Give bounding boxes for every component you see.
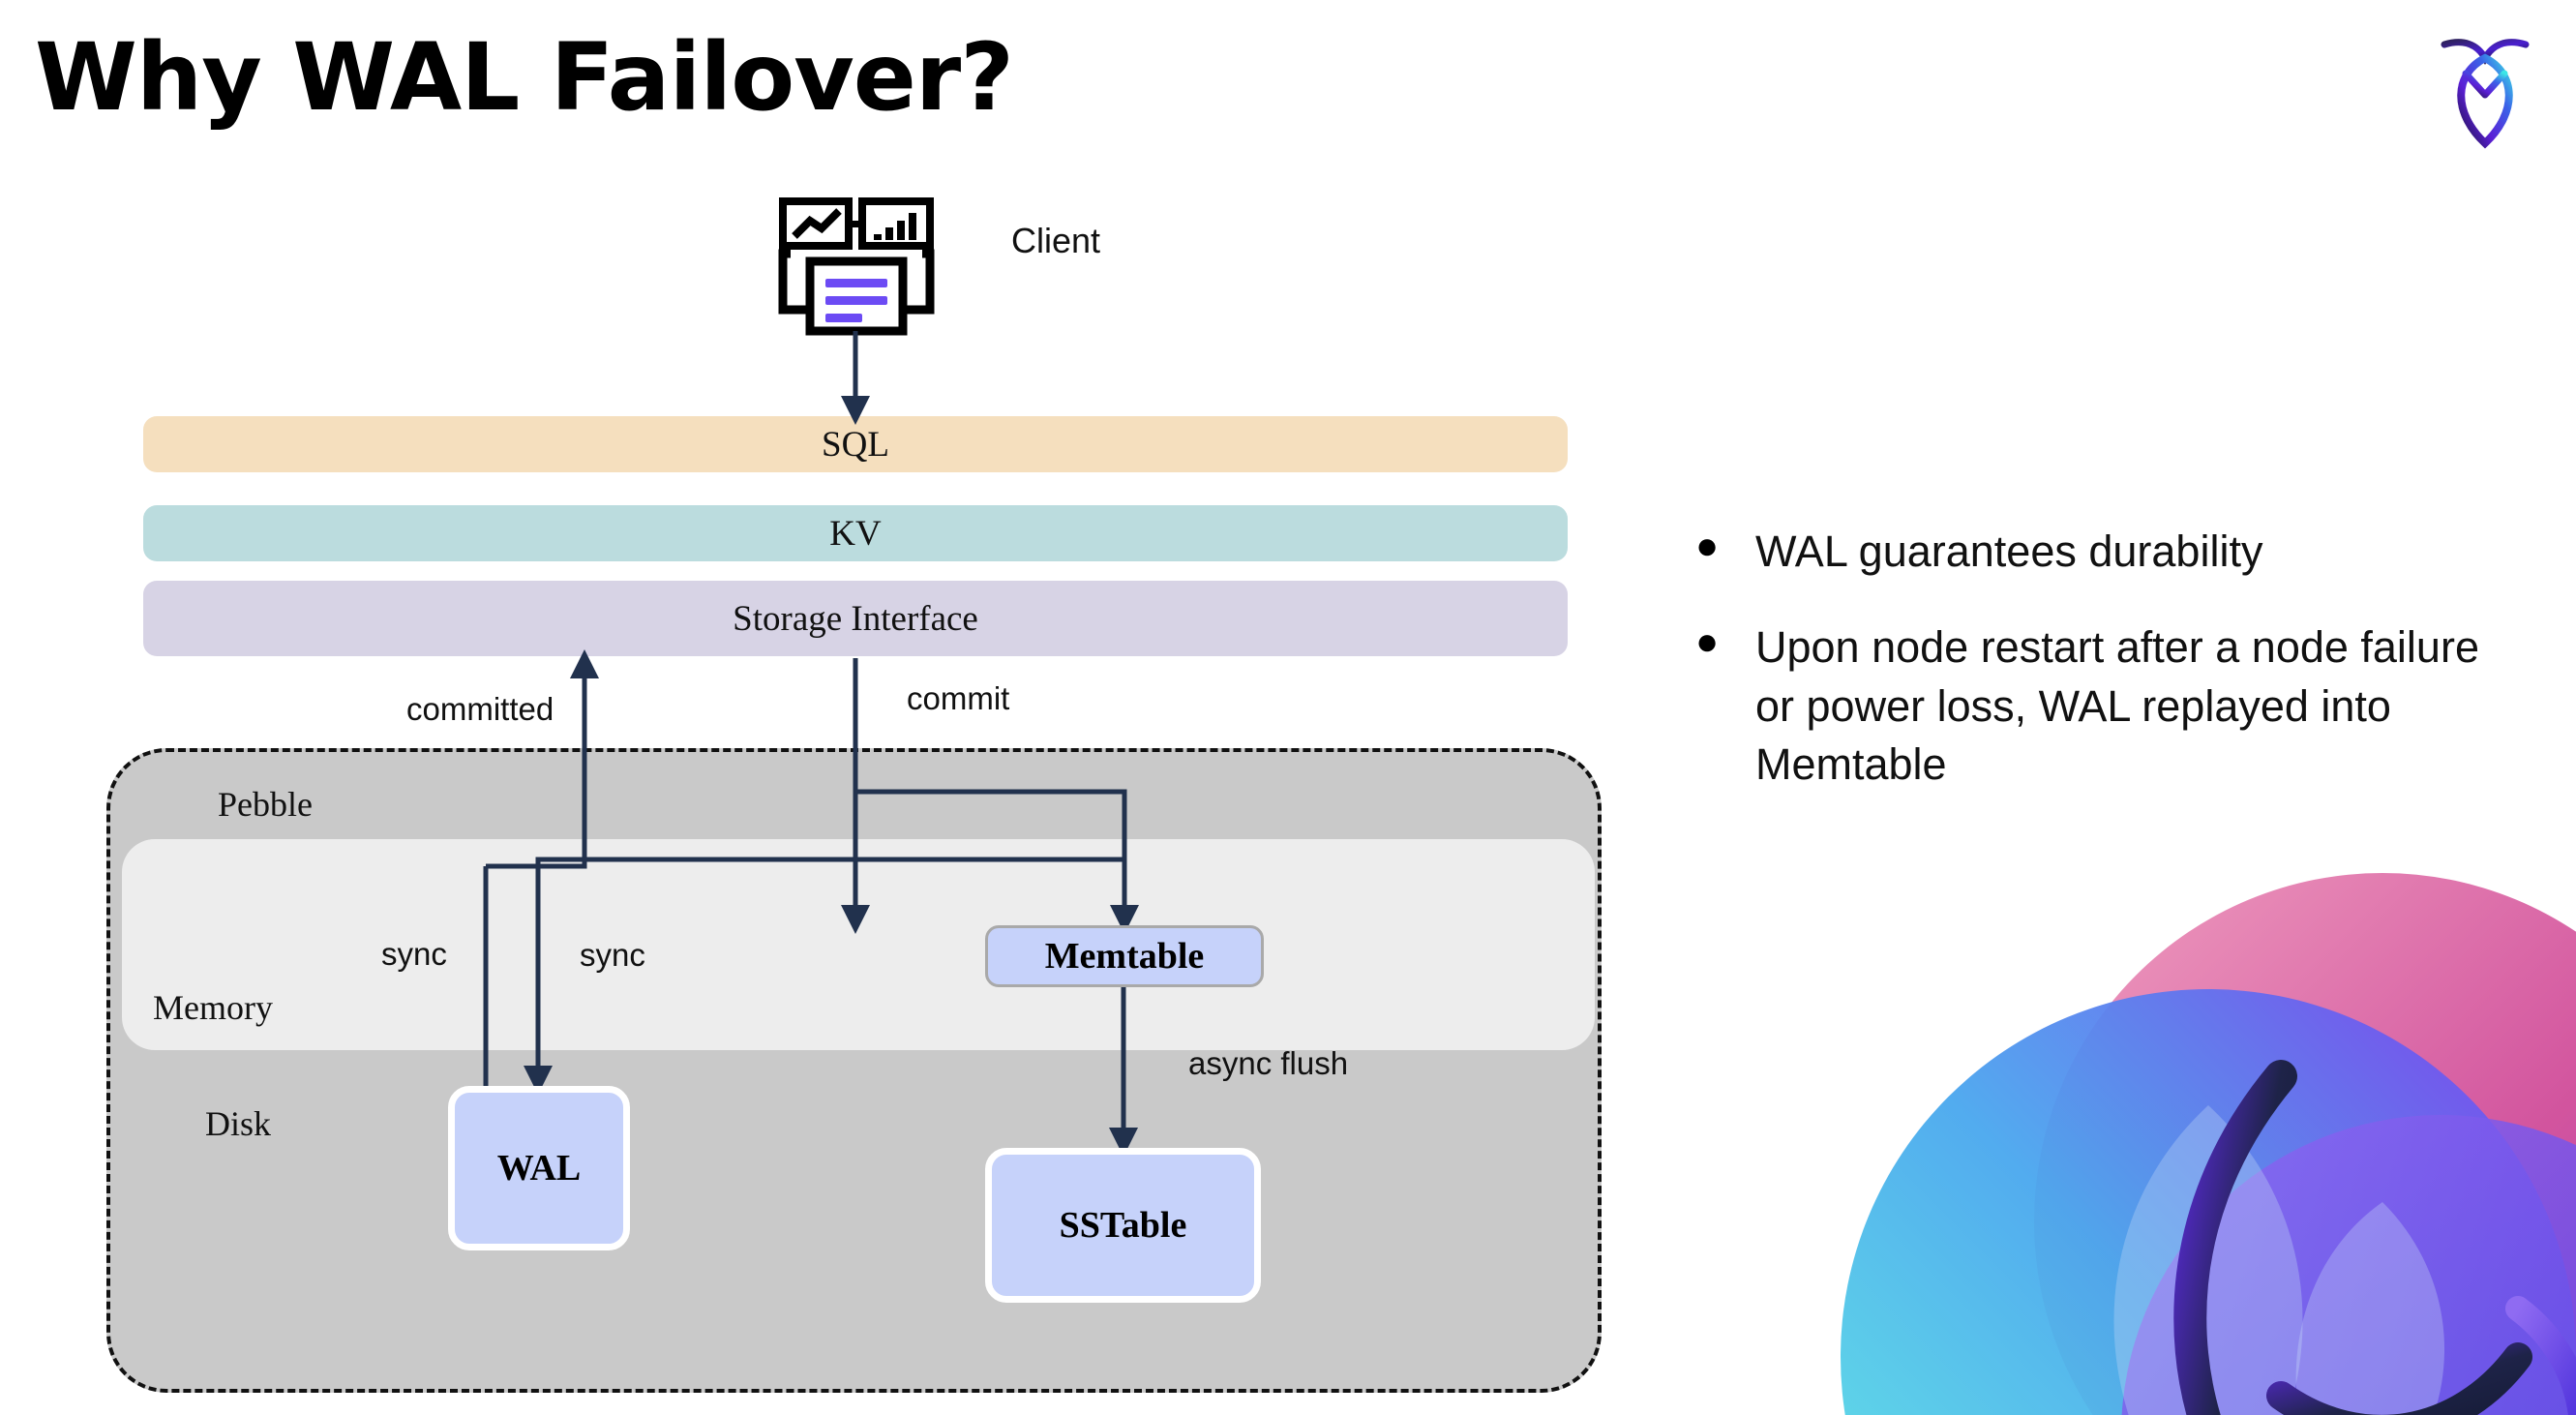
architecture-diagram: Client SQL KV Storage Interface Pebble M… xyxy=(106,194,1602,1393)
bullet-marker: ● xyxy=(1695,525,1720,567)
edge-label-committed: committed xyxy=(406,691,554,727)
layer-bar-sql: SQL xyxy=(143,416,1568,472)
pebble-container xyxy=(106,748,1602,1393)
client-label: Client xyxy=(1011,221,1101,260)
node-memtable: Memtable xyxy=(985,925,1264,987)
memory-zone xyxy=(122,839,1595,1050)
disk-label: Disk xyxy=(205,1104,272,1143)
edge-label-sync-b: sync xyxy=(580,937,645,973)
memory-label: Memory xyxy=(153,988,273,1027)
page-title: Why WAL Failover? xyxy=(35,23,1014,132)
cockroachdb-logo xyxy=(2431,23,2539,149)
edge-label-async-flush: async flush xyxy=(1188,1045,1349,1081)
bullet-text: Upon node restart after a node failure o… xyxy=(1755,621,2479,790)
bullet-text: WAL guarantees durability xyxy=(1755,527,2263,576)
list-item: ● Upon node restart after a node failure… xyxy=(1695,618,2499,795)
decorative-corner-graphic xyxy=(1841,815,2576,1415)
node-wal: WAL xyxy=(448,1086,630,1250)
edge-label-commit: commit xyxy=(907,680,1010,716)
bullet-marker: ● xyxy=(1695,619,1720,663)
layer-bar-kv: KV xyxy=(143,505,1568,561)
list-item: ● WAL guarantees durability xyxy=(1695,523,2499,582)
node-sstable: SSTable xyxy=(985,1148,1261,1303)
layer-bar-storage-interface: Storage Interface xyxy=(143,581,1568,656)
edge-label-sync-a: sync xyxy=(381,936,447,972)
bullet-list: ● WAL guarantees durability ● Upon node … xyxy=(1695,523,2499,831)
pebble-label: Pebble xyxy=(218,785,313,824)
client-analytics-icon xyxy=(769,194,944,339)
